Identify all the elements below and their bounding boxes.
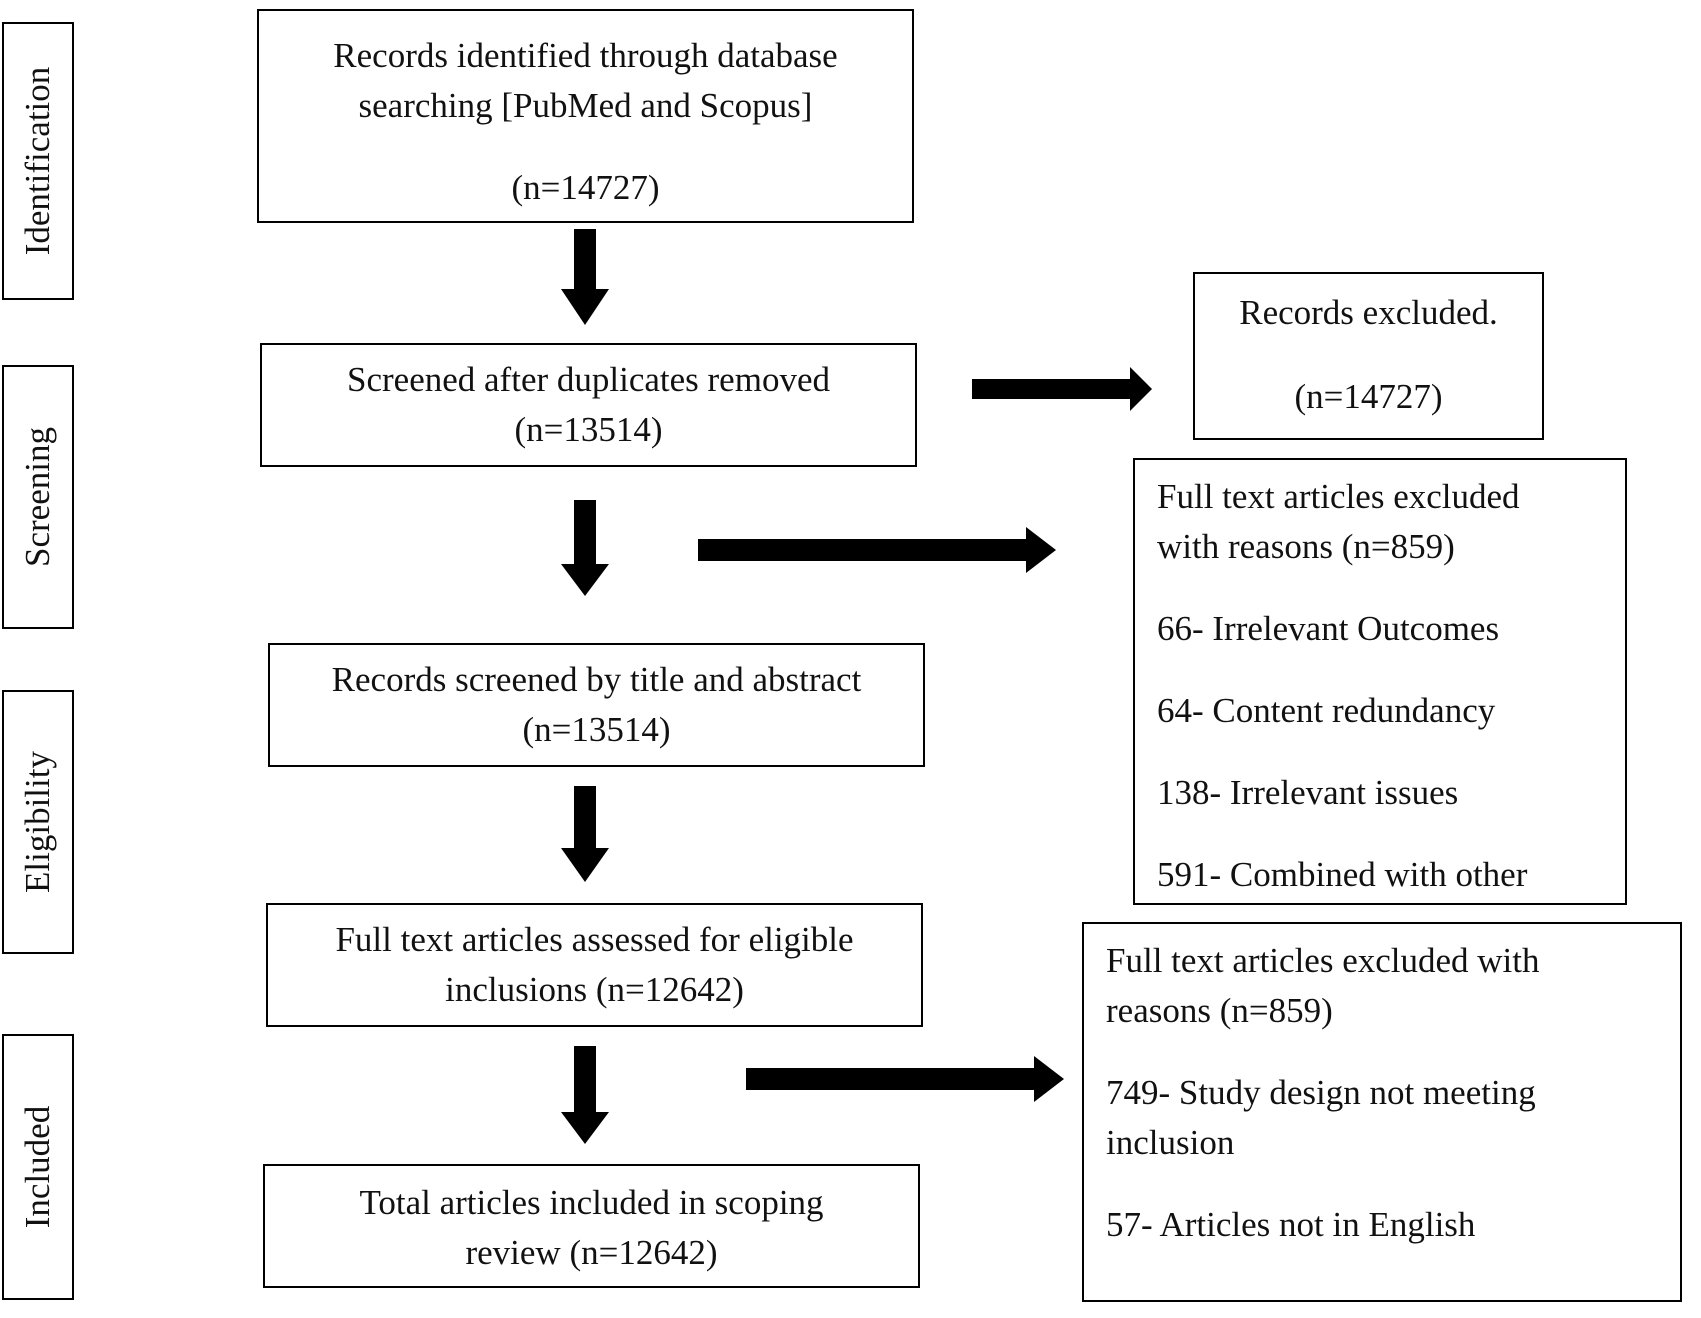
stage-eligibility: Eligibility: [2, 690, 74, 954]
excluded-1-reason-irrelevant-outcomes: 66- Irrelevant Outcomes: [1157, 609, 1500, 648]
total-included-line2: review (n=12642): [465, 1233, 718, 1272]
stage-identification: Identification: [2, 22, 74, 300]
arrow-down-4: [561, 1046, 609, 1144]
title-abstract-line1: Records screened by title and abstract: [331, 660, 862, 699]
excluded-2-line1: Full text articles excluded with: [1106, 941, 1540, 980]
screened-count: (n=13514): [514, 410, 663, 449]
screened-line1: Screened after duplicates removed: [347, 360, 830, 399]
excluded-2-reason-not-english: 57- Articles not in English: [1106, 1205, 1476, 1244]
excluded-2-line2: reasons (n=859): [1106, 991, 1333, 1030]
stage-included: Included: [2, 1034, 74, 1300]
records-excluded-line1: Records excluded.: [1239, 293, 1498, 332]
excluded-1-reason-combined: 591- Combined with other: [1157, 855, 1528, 894]
records-excluded-box: Records excluded. (n=14727): [1193, 272, 1544, 440]
title-abstract-count: (n=13514): [522, 710, 671, 749]
arrow-down-3: [561, 786, 609, 882]
full-text-assessed-line2: inclusions (n=12642): [445, 970, 744, 1009]
title-abstract-box: Records screened by title and abstract (…: [268, 643, 925, 767]
excluded-1-reason-irrelevant-issues: 138- Irrelevant issues: [1157, 773, 1459, 812]
arrow-down-1: [561, 229, 609, 325]
full-text-excluded-box-2: Full text articles excluded with reasons…: [1082, 922, 1682, 1302]
records-identified-line2: searching [PubMed and Scopus]: [358, 86, 813, 125]
excluded-1-line2: with reasons (n=859): [1157, 527, 1455, 566]
full-text-assessed-line1: Full text articles assessed for eligible: [335, 920, 854, 959]
arrow-right-excluded-2: [746, 1056, 1064, 1102]
screened-box: Screened after duplicates removed (n=135…: [260, 343, 917, 467]
total-included-box: Total articles included in scoping revie…: [263, 1164, 920, 1288]
excluded-2-reason-study-design: 749- Study design not meeting: [1106, 1073, 1536, 1112]
records-identified-line1: Records identified through database: [333, 36, 838, 75]
excluded-1-reason-content-redundancy: 64- Content redundancy: [1157, 691, 1496, 730]
records-excluded-count: (n=14727): [1294, 377, 1443, 416]
excluded-2-reason-study-design-cont: inclusion: [1106, 1123, 1235, 1162]
arrow-down-2: [561, 500, 609, 596]
full-text-assessed-box: Full text articles assessed for eligible…: [266, 903, 923, 1027]
full-text-excluded-box-1: Full text articles excluded with reasons…: [1133, 458, 1627, 905]
records-identified-box: Records identified through database sear…: [257, 9, 914, 223]
excluded-1-line1: Full text articles excluded: [1157, 477, 1520, 516]
total-included-line1: Total articles included in scoping: [359, 1183, 824, 1222]
arrow-right-records-excluded: [972, 367, 1152, 411]
records-identified-count: (n=14727): [511, 168, 660, 207]
arrow-right-excluded-1: [698, 527, 1056, 573]
stage-screening: Screening: [2, 365, 74, 629]
